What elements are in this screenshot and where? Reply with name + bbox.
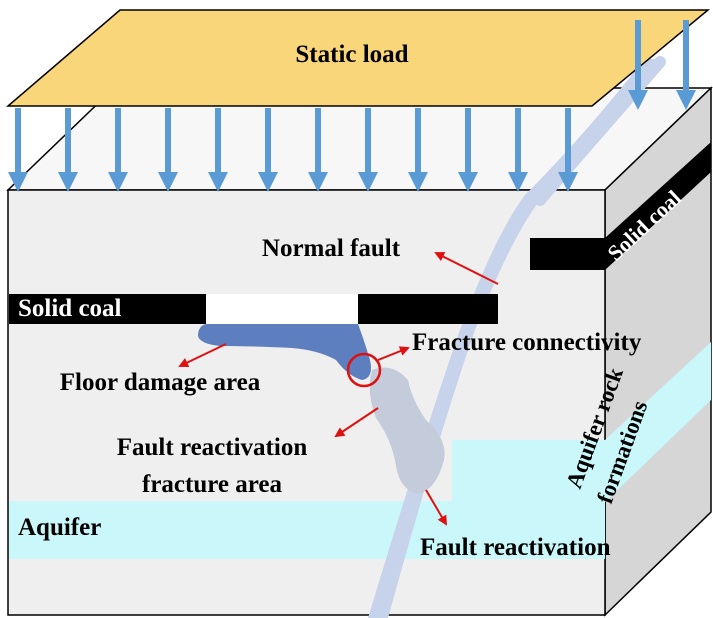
down-arrow-icon bbox=[308, 108, 328, 192]
down-arrow-icon bbox=[558, 108, 578, 192]
down-arrow-icon bbox=[158, 108, 178, 192]
fault-reactivation-label: Fault reactivation bbox=[420, 534, 611, 561]
fault-reactivation-area-label-2: fracture area bbox=[142, 471, 282, 498]
reactivation-fracture-area bbox=[369, 367, 445, 494]
static-load-label: Static load bbox=[295, 41, 408, 68]
coal-seam-middle bbox=[358, 294, 498, 324]
coal-seam-right bbox=[530, 238, 605, 270]
pointer-normal-fault bbox=[434, 252, 499, 285]
pointer-floor-damage bbox=[178, 343, 227, 368]
down-arrow-icon bbox=[208, 108, 228, 192]
coal-seam-side bbox=[605, 142, 711, 270]
floor-damage-area-label: Floor damage area bbox=[60, 369, 261, 396]
aquifer-label: Aquifer bbox=[18, 514, 101, 541]
fracture-connectivity-label: Fracture connectivity bbox=[412, 329, 642, 356]
floor-damage-area bbox=[198, 324, 371, 380]
down-arrow-icon bbox=[408, 108, 428, 192]
down-arrow-icon bbox=[258, 108, 278, 192]
down-arrow-icon bbox=[58, 108, 78, 192]
aquifer-layer bbox=[9, 501, 605, 559]
down-arrow-icon bbox=[108, 108, 128, 192]
aquifer-rock-side bbox=[605, 342, 711, 502]
pointer-fracture-connectivity bbox=[377, 346, 410, 361]
coal-seam-left bbox=[9, 294, 206, 324]
down-arrow-icon bbox=[676, 20, 696, 110]
normal-fault-label: Normal fault bbox=[262, 235, 401, 262]
down-arrow-icon bbox=[458, 108, 478, 192]
fault-band bbox=[368, 58, 660, 618]
down-arrow-icon bbox=[508, 108, 528, 192]
load-arrows bbox=[8, 20, 696, 192]
pointer-fault-reactivation bbox=[425, 489, 448, 526]
down-arrow-icon bbox=[628, 20, 648, 110]
aquifer-rock-front bbox=[452, 440, 605, 502]
down-arrow-icon bbox=[8, 108, 28, 192]
pointer-reactivation-area bbox=[334, 407, 379, 438]
static-load-plate bbox=[5, 9, 711, 107]
fault-reactivation-area-label-1: Fault reactivation bbox=[117, 434, 308, 461]
mined-out-gap bbox=[206, 294, 358, 324]
solid-coal-front-label: Solid coal bbox=[18, 295, 122, 322]
fracture-circle-icon bbox=[346, 352, 382, 388]
down-arrow-icon bbox=[358, 108, 378, 192]
